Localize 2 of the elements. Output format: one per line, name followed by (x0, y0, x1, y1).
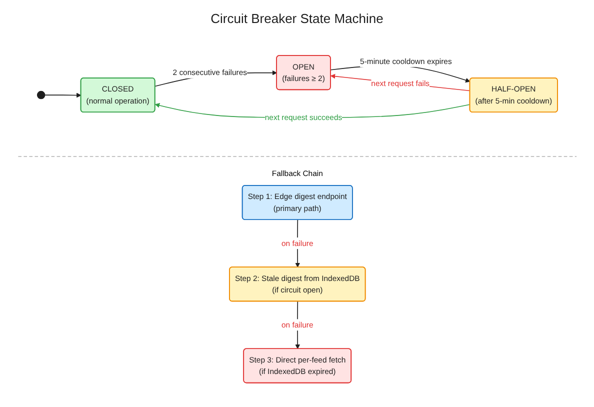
arrow (44, 92, 81, 98)
diagram-title: Circuit Breaker State Machine (210, 11, 384, 27)
